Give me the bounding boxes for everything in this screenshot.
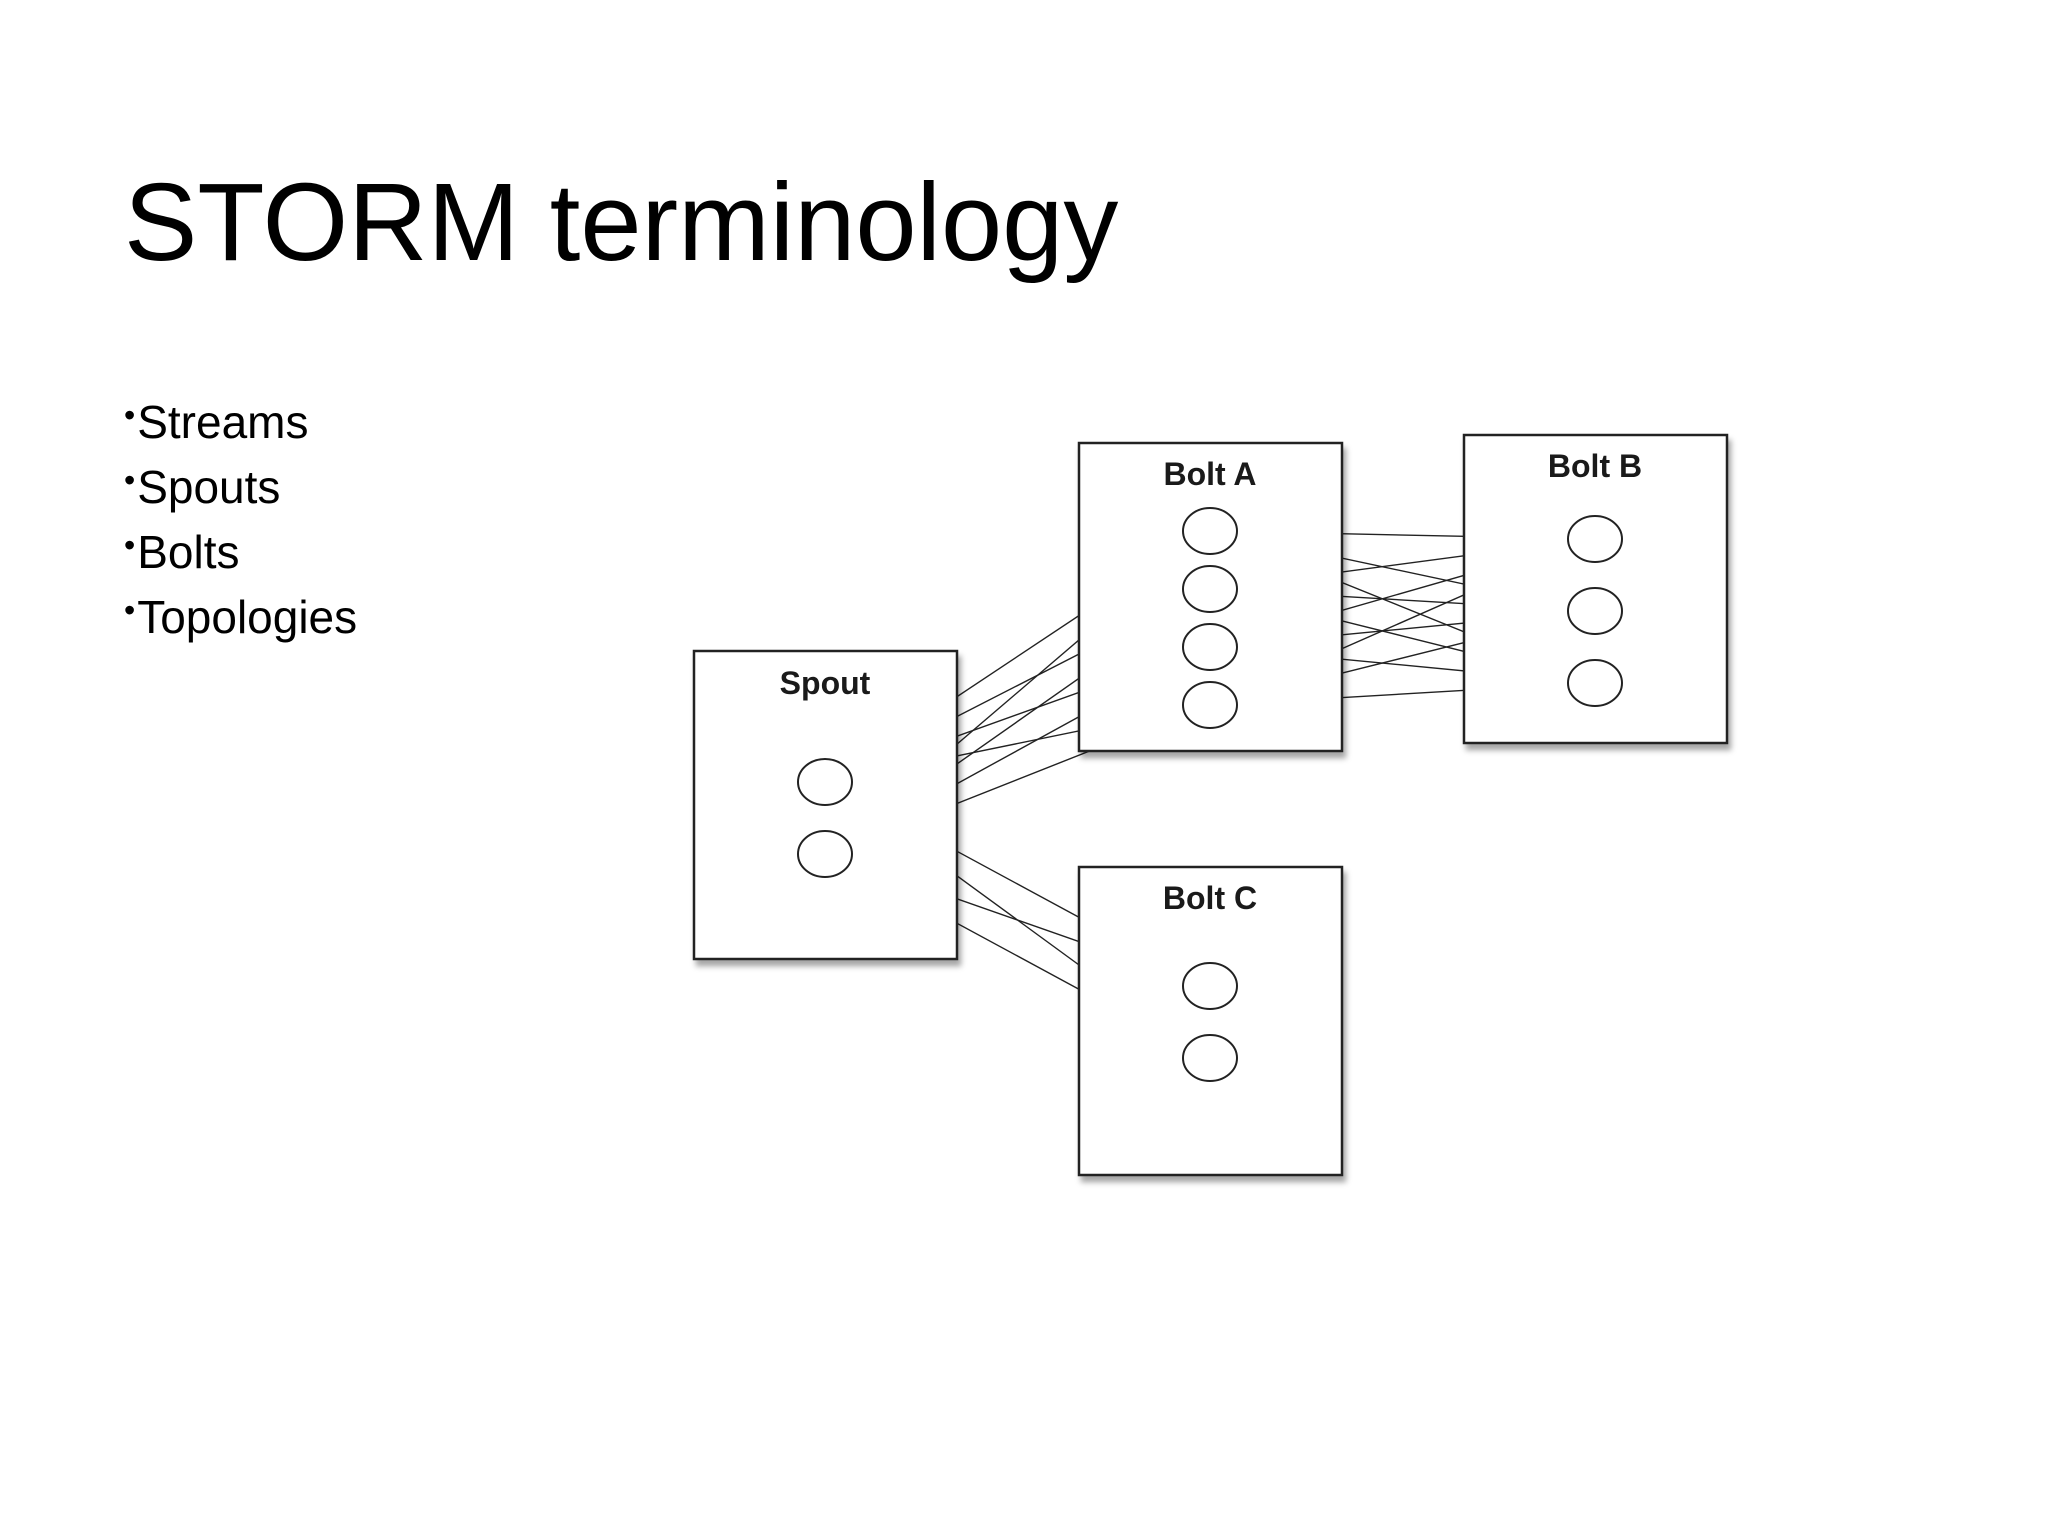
task-nodes xyxy=(797,507,1623,1082)
bolt-a-task-node-4 xyxy=(1182,681,1238,729)
bolt-a-task-node-3 xyxy=(1182,623,1238,671)
bullet-item-spouts: •Spouts xyxy=(124,451,357,516)
bolt-c-task-node-1 xyxy=(1182,962,1238,1010)
bolt-a-label: Bolt A xyxy=(1163,456,1256,492)
bolt-c-task-node-2 xyxy=(1182,1034,1238,1082)
bolt-c-label: Bolt C xyxy=(1163,880,1257,916)
bullet-item-bolts: •Bolts xyxy=(124,516,357,581)
bullet-marker: • xyxy=(124,592,136,628)
bullet-marker: • xyxy=(124,462,136,498)
bolt-b-task-node-1 xyxy=(1567,515,1623,563)
bolt-b-label: Bolt B xyxy=(1548,448,1642,484)
bolt-a-task-node-1 xyxy=(1182,507,1238,555)
bullet-text: Spouts xyxy=(137,461,281,513)
bolt-c-box: Bolt C xyxy=(1077,865,1344,1177)
bullet-item-topologies: •Topologies xyxy=(124,581,357,646)
bullet-marker: • xyxy=(124,527,136,563)
slide-title: STORM terminology xyxy=(124,161,1119,284)
bullet-item-streams: •Streams xyxy=(124,386,357,451)
bullet-text: Topologies xyxy=(137,591,358,643)
spout-label: Spout xyxy=(780,665,871,701)
bullet-list: •Streams •Spouts •Bolts •Topologies xyxy=(124,386,357,646)
bullet-text: Streams xyxy=(137,396,309,448)
bolt-b-task-node-2 xyxy=(1567,587,1623,635)
bullet-text: Bolts xyxy=(137,526,240,578)
bolt-c-box-frame xyxy=(1077,865,1344,1177)
spout-task-node-2 xyxy=(797,830,853,878)
spout-task-node-1 xyxy=(797,758,853,806)
bolt-a-task-node-2 xyxy=(1182,565,1238,613)
bolt-b-task-node-3 xyxy=(1567,659,1623,707)
bullet-marker: • xyxy=(124,397,136,433)
